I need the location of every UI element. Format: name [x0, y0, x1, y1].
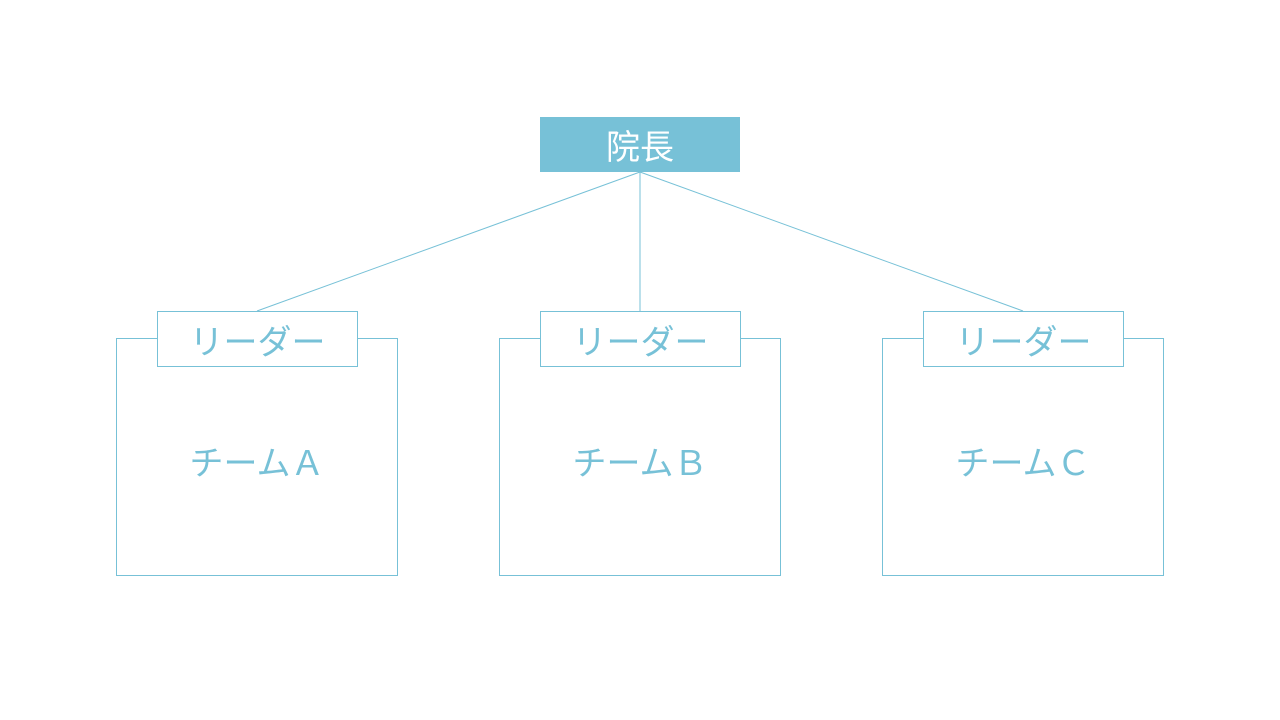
leader-label-c: リーダー: [955, 322, 1092, 363]
head-label: 院長: [606, 128, 674, 168]
team-label-c: チームＣ: [955, 444, 1091, 484]
team-box-b: チームＢ: [499, 338, 781, 576]
leader-node-c: リーダー: [923, 311, 1124, 367]
head-node: 院長: [540, 117, 740, 172]
leader-label-a: リーダー: [189, 322, 326, 363]
team-box-c: チームＣ: [882, 338, 1164, 576]
team-label-b: チームＢ: [572, 444, 708, 484]
connector-line-team-c: [639, 171, 1024, 312]
team-box-a: チームＡ: [116, 338, 398, 576]
leader-node-b: リーダー: [540, 311, 741, 367]
connector-line-team-a: [256, 171, 641, 312]
leader-node-a: リーダー: [157, 311, 358, 367]
leader-label-b: リーダー: [572, 322, 709, 363]
team-label-a: チームＡ: [189, 444, 325, 484]
